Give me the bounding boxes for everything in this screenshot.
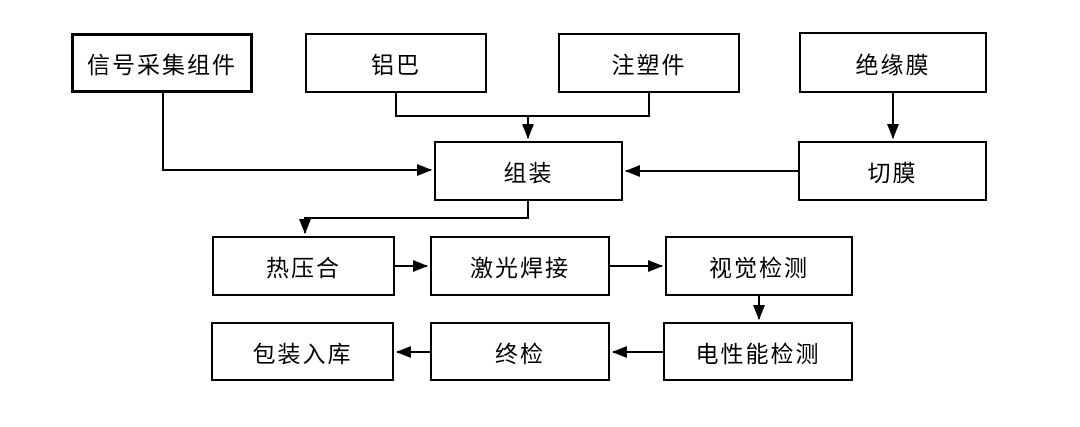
node-assembly-label: 组装 [503, 161, 554, 187]
node-visual-inspection: 视觉检测 [665, 236, 853, 296]
node-assembly: 组装 [434, 141, 623, 201]
node-final-inspection: 终检 [430, 322, 610, 381]
node-laser-welding: 激光焊接 [430, 236, 610, 296]
node-insulating-film: 绝缘膜 [799, 32, 987, 93]
node-signal-acquisition: 信号采集组件 [71, 33, 253, 93]
node-film-cutting: 切膜 [798, 141, 987, 201]
node-film-cutting-label: 切膜 [867, 161, 918, 187]
node-injection-molded-part: 注塑件 [558, 33, 740, 93]
node-signal-acquisition-label: 信号采集组件 [87, 53, 237, 79]
node-aluminum-busbar-label: 铝巴 [371, 53, 421, 79]
node-injection-molded-part-label: 注塑件 [611, 53, 687, 79]
node-visual-inspection-label: 视觉检测 [709, 256, 809, 282]
node-insulating-film-label: 绝缘膜 [855, 52, 931, 79]
edge-aluminum-injection-bus [395, 93, 650, 117]
node-packaging-warehousing: 包装入库 [211, 322, 394, 381]
node-hot-pressing-label: 热压合 [266, 256, 341, 282]
node-aluminum-busbar: 铝巴 [305, 33, 487, 93]
node-electrical-performance-test: 电性能检测 [663, 322, 853, 381]
node-final-inspection-label: 终检 [495, 341, 545, 368]
node-laser-welding-label: 激光焊接 [470, 256, 570, 282]
edge-assembly-to-hotpress [299, 201, 529, 234]
node-electrical-performance-test-label: 电性能检测 [695, 341, 821, 368]
edge-signal-to-assembly [162, 93, 432, 176]
node-packaging-warehousing-label: 包装入库 [252, 341, 353, 368]
node-hot-pressing: 热压合 [212, 236, 395, 296]
